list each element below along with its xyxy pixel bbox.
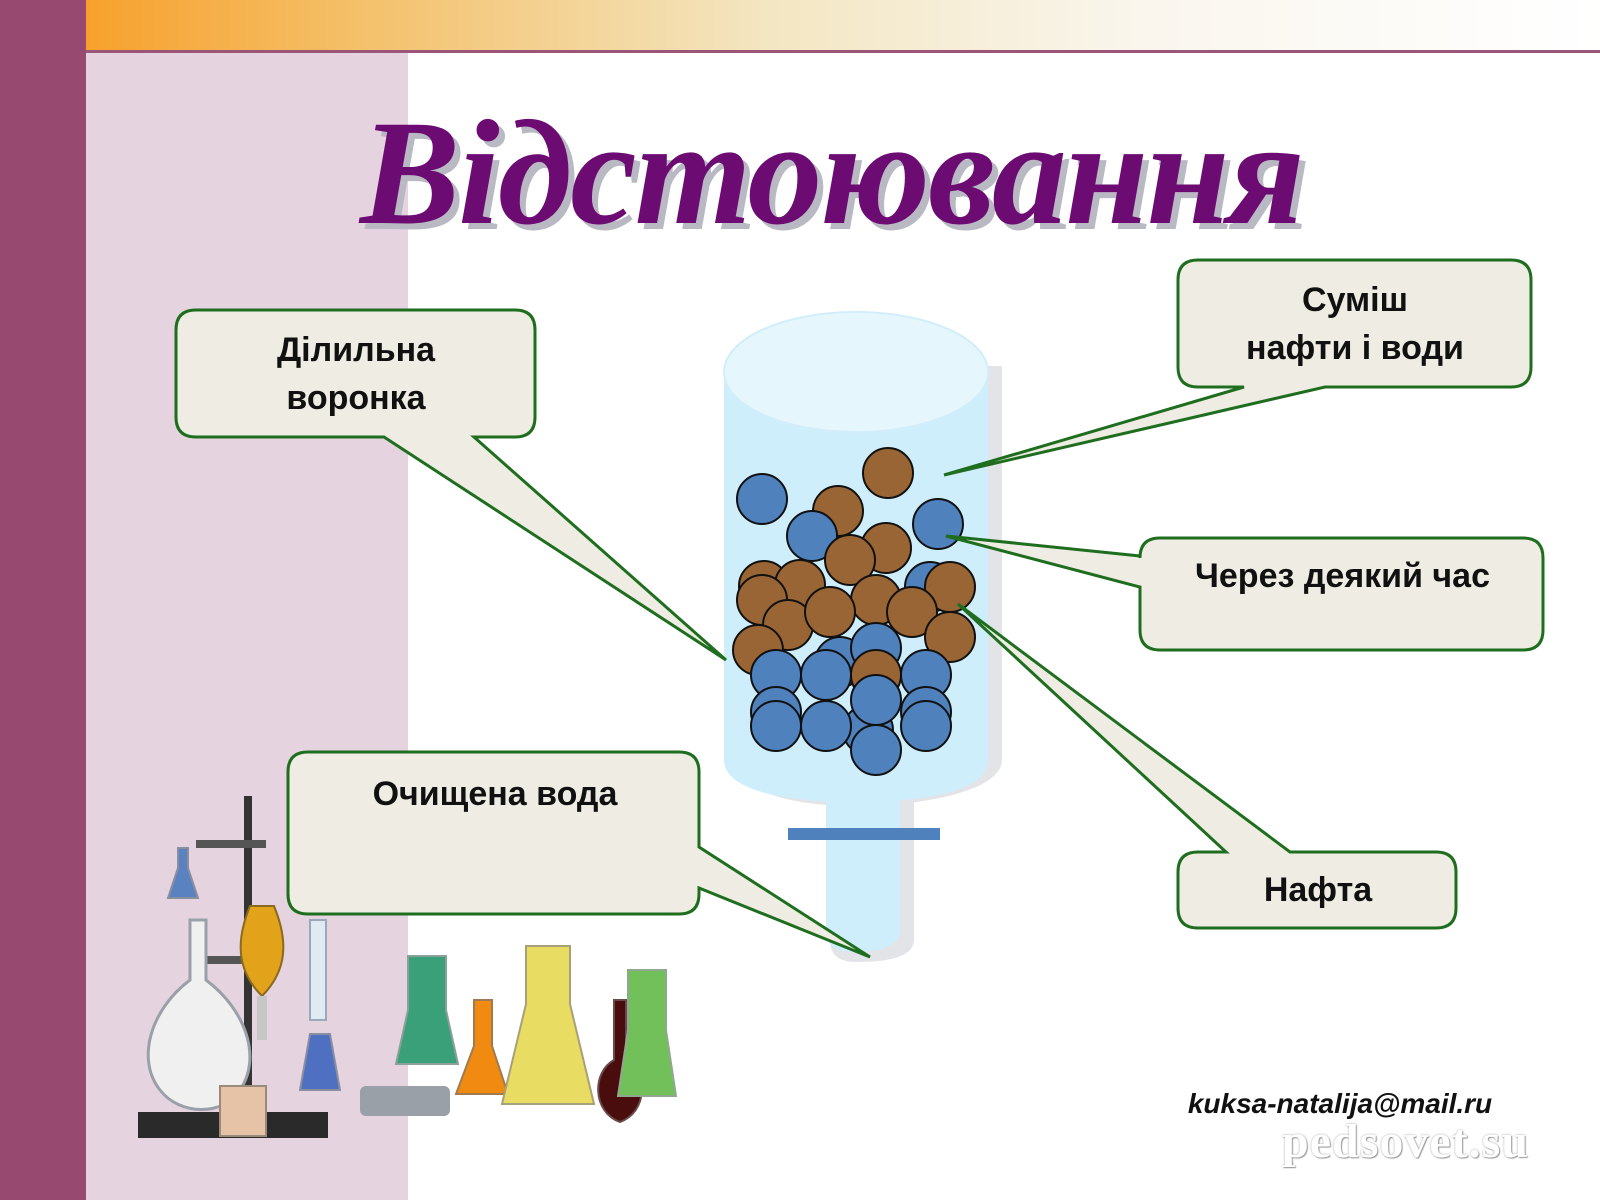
water-droplet-ball xyxy=(736,473,788,525)
left-sidebar-strip xyxy=(0,0,86,1200)
callout-after-time-label: Через деякий час xyxy=(1195,557,1490,595)
oil-droplet-ball xyxy=(824,534,876,586)
author-email: kuksa-natalija@mail.ru xyxy=(1187,1088,1493,1119)
callout-oil xyxy=(956,602,1458,930)
callout-mixture-line2: нафти і води xyxy=(1246,329,1464,367)
callout-mixture-label: Суміш нафти і води xyxy=(1190,276,1520,372)
callout-funnel-label: Ділильна воронка xyxy=(196,326,516,422)
callout-funnel-line2: воронка xyxy=(286,379,426,417)
callout-funnel-line1: Ділильна xyxy=(276,331,436,369)
callout-oil-label: Нафта xyxy=(1263,871,1373,909)
top-divider xyxy=(86,50,1600,53)
callout-after-time xyxy=(945,534,1545,652)
water-droplet-ball xyxy=(850,724,902,776)
oil-droplet-ball xyxy=(862,447,914,499)
callout-funnel xyxy=(174,308,727,662)
callout-mixture-line1: Суміш xyxy=(1302,281,1408,319)
water-droplet-ball xyxy=(800,700,852,752)
callout-clean-water xyxy=(286,750,871,959)
oil-droplet-ball xyxy=(924,611,976,663)
callout-clean-water-label: Очищена вода xyxy=(372,775,618,813)
water-droplet-ball xyxy=(900,700,952,752)
stopcock-bar xyxy=(788,828,940,840)
oil-droplet-ball xyxy=(804,586,856,638)
site-watermark: pedsovet.su xyxy=(1282,1115,1530,1168)
water-droplet-ball xyxy=(850,674,902,726)
water-droplet-ball xyxy=(800,649,852,701)
lab-glassware-illustration xyxy=(138,796,678,1138)
slide-title: Відстоювання xyxy=(360,90,1305,256)
water-droplet-ball xyxy=(786,510,838,562)
oil-droplet-ball xyxy=(886,586,938,638)
water-droplet-ball xyxy=(750,700,802,752)
droplet-balls xyxy=(732,447,976,776)
callout-mixture xyxy=(943,258,1533,477)
top-gradient-band xyxy=(86,0,1600,50)
water-droplet-ball xyxy=(912,498,964,550)
